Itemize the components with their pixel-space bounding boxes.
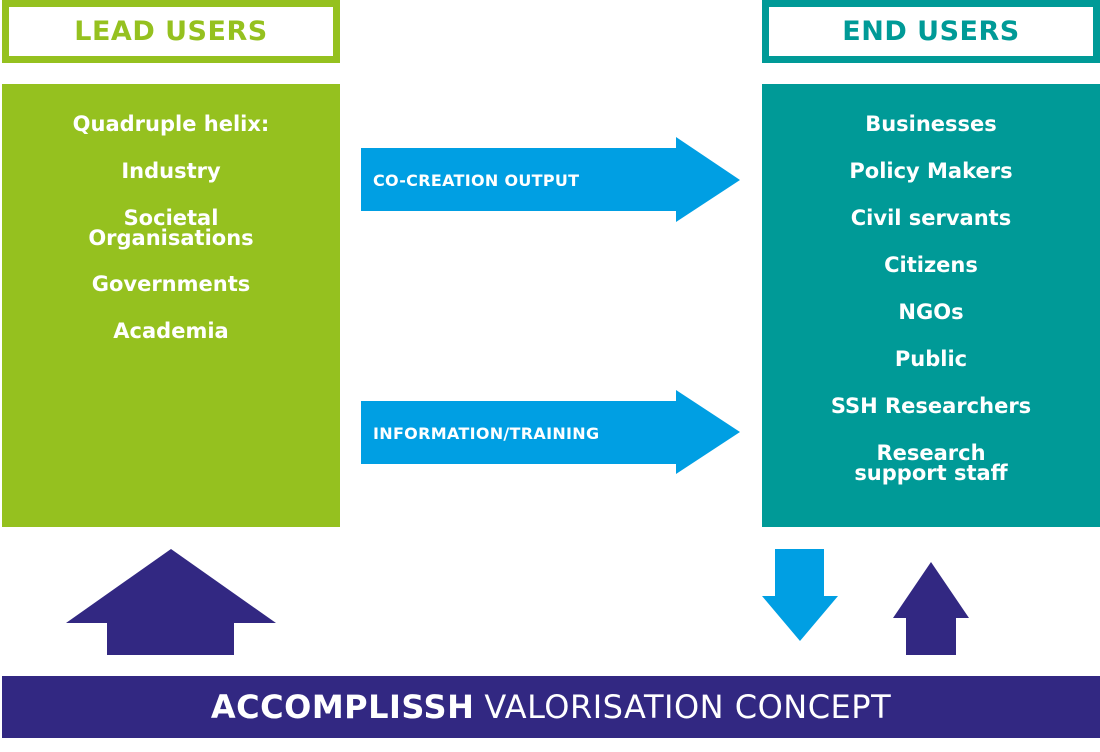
lead-item-heading: Quadruple helix: — [72, 112, 270, 136]
valorisation-banner: ACCOMPLISSH VALORISATION CONCEPT — [2, 676, 1100, 738]
lead-item: Governments — [91, 272, 251, 296]
lead-users-header: LEAD USERS — [2, 0, 340, 63]
end-up-arrow-icon — [893, 562, 969, 655]
lead-item: Societal Organisations — [88, 206, 254, 250]
end-item: Businesses — [865, 112, 997, 136]
end-users-header: END USERS — [762, 0, 1100, 63]
end-item: Policy Makers — [849, 159, 1013, 183]
end-item: SSH Researchers — [830, 394, 1032, 418]
end-item: Civil servants — [850, 206, 1012, 230]
lead-item: Industry — [121, 159, 221, 183]
co-creation-arrow-icon — [361, 137, 740, 222]
end-item: Public — [894, 347, 968, 371]
lead-users-box: Quadruple helix: Industry Societal Organ… — [2, 84, 340, 527]
lead-item: Academia — [113, 319, 229, 343]
information-training-arrow-icon — [361, 390, 740, 474]
end-item: NGOs — [898, 300, 964, 324]
lead-users-title: LEAD USERS — [74, 16, 268, 47]
banner-subtitle: VALORISATION CONCEPT — [484, 688, 892, 726]
end-item: Citizens — [884, 253, 978, 277]
end-down-arrow-icon — [762, 549, 838, 641]
information-training-label: INFORMATION/TRAINING — [373, 424, 600, 443]
lead-up-arrow-icon — [66, 549, 276, 655]
end-users-box: Businesses Policy Makers Civil servants … — [762, 84, 1100, 527]
end-users-title: END USERS — [842, 16, 1020, 47]
banner-brand: ACCOMPLISSH — [210, 688, 475, 726]
co-creation-label: CO-CREATION OUTPUT — [373, 171, 580, 190]
end-item: Research support staff — [854, 441, 1008, 485]
